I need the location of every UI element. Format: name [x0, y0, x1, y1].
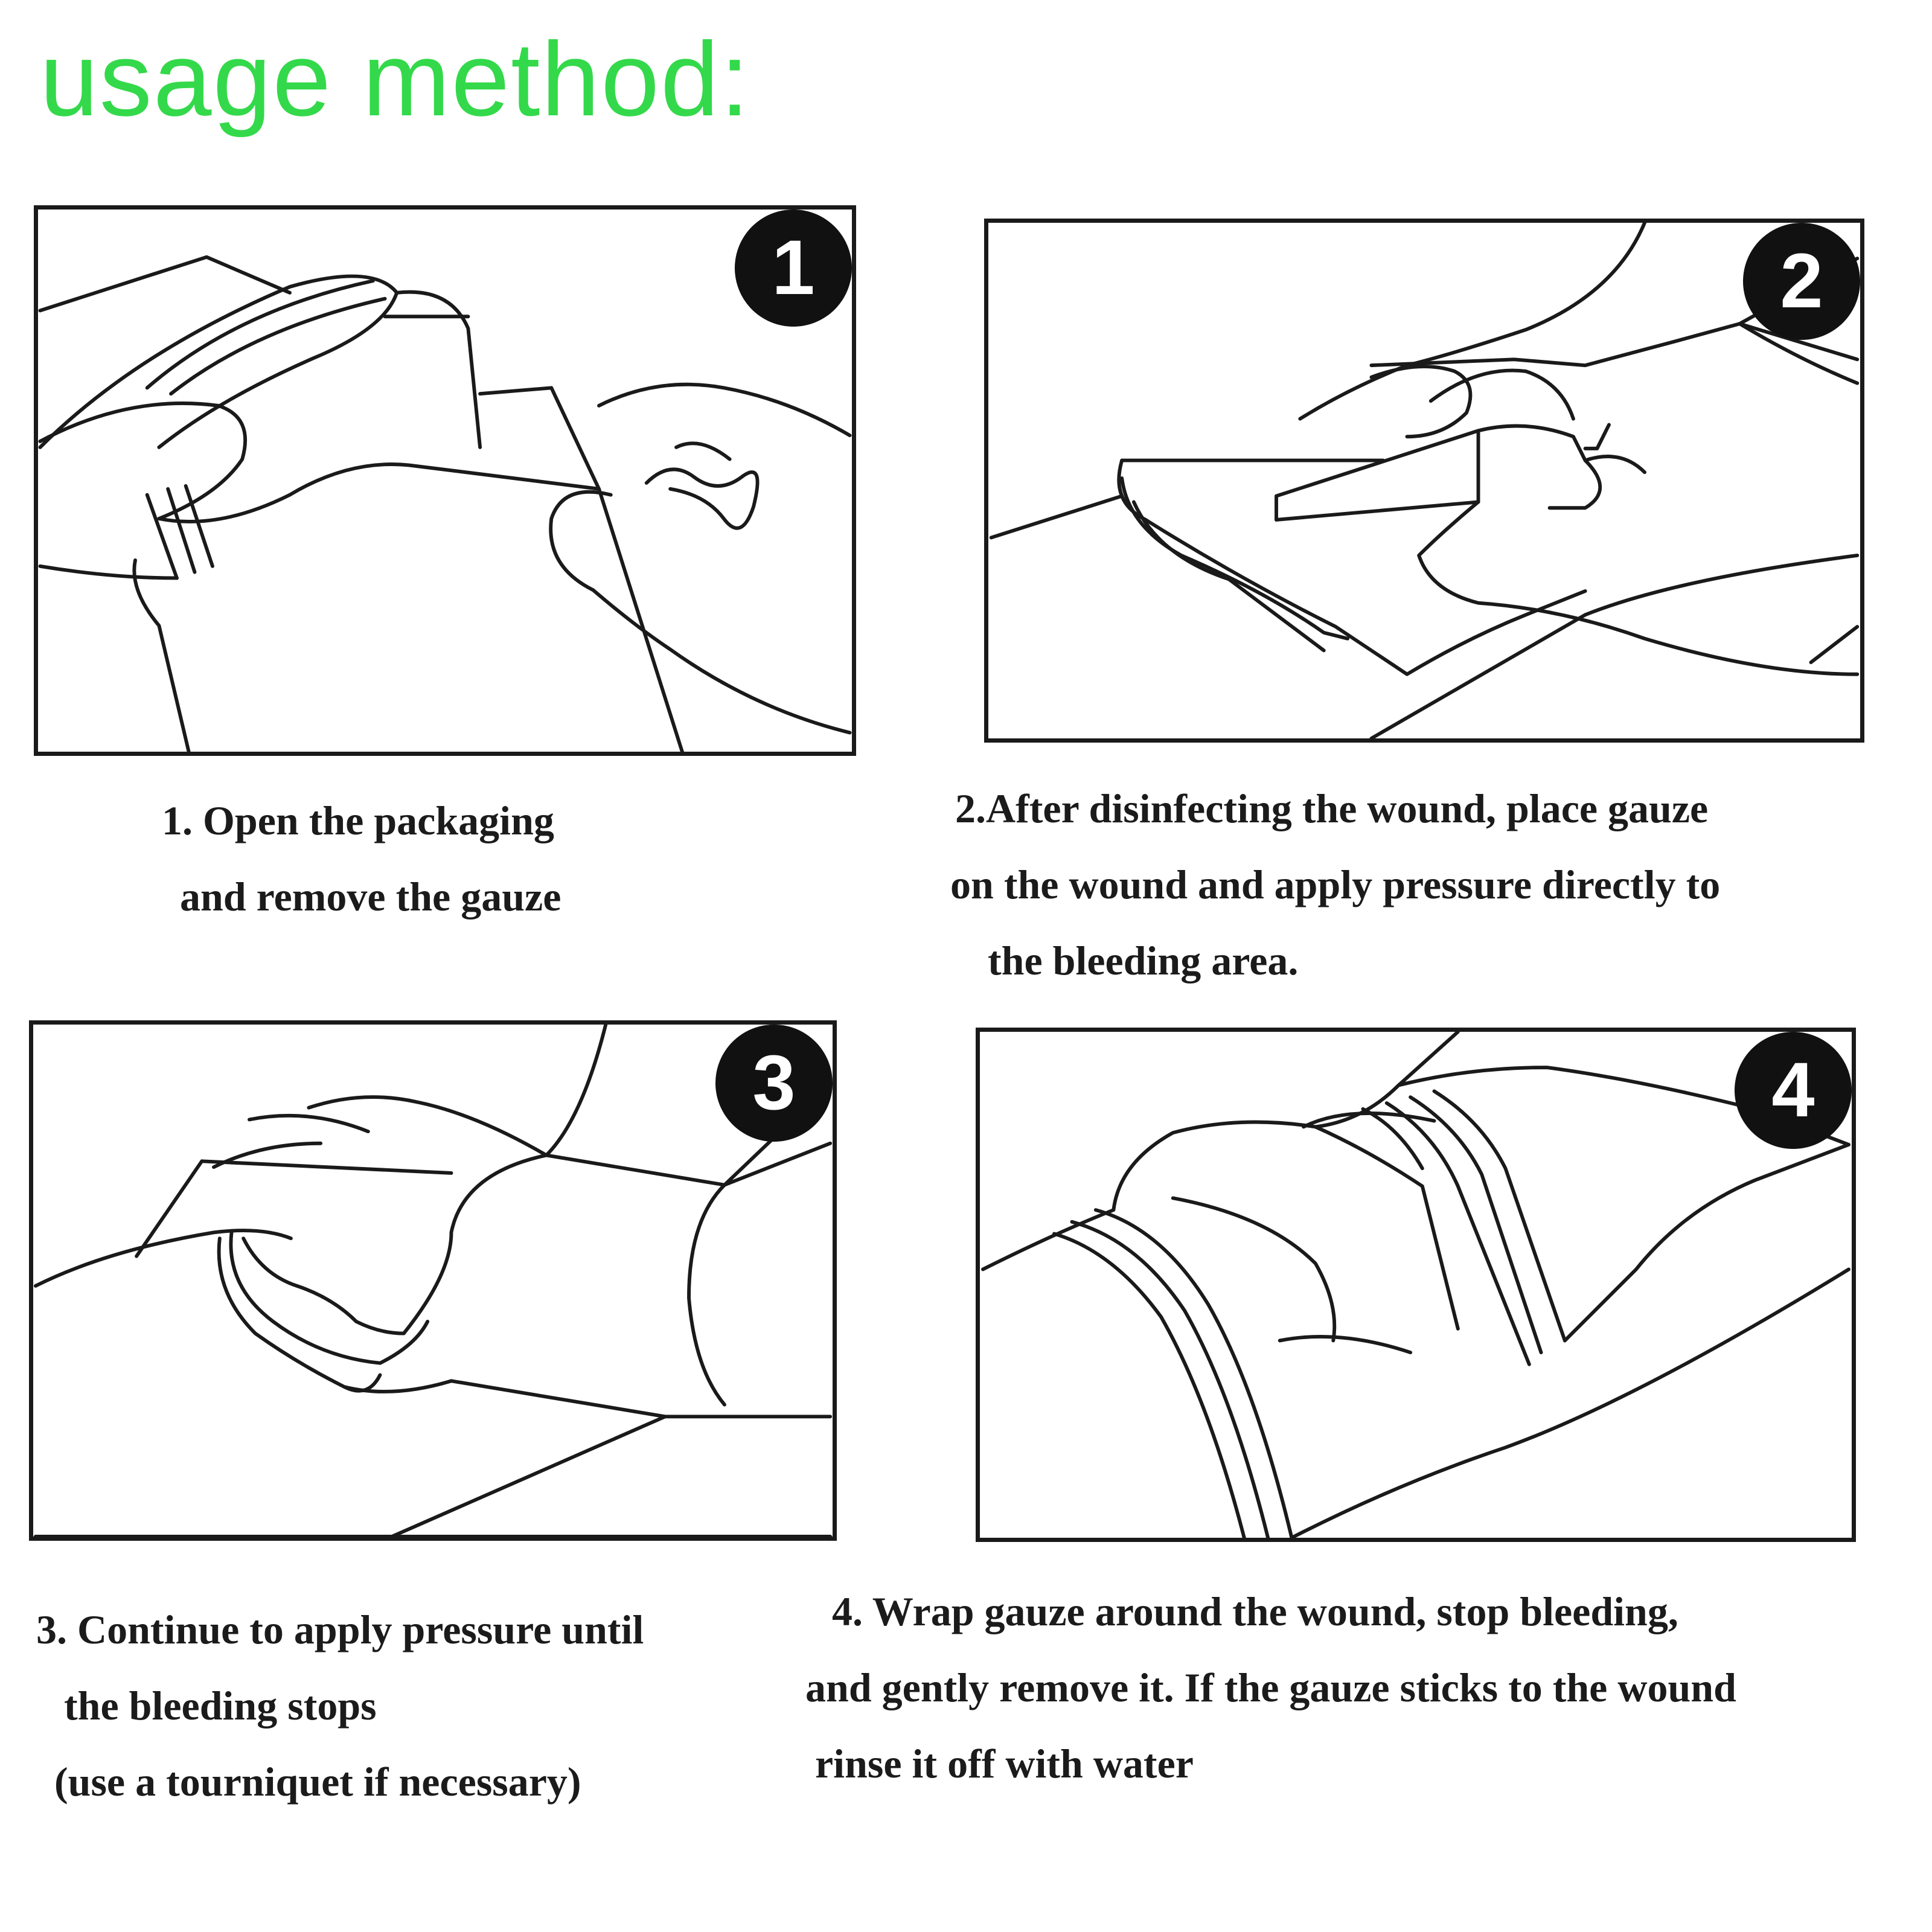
caption-line: the bleeding area. — [988, 938, 1299, 984]
open-package-illustration-icon — [38, 255, 852, 752]
caption-line: on the wound and apply pressure directly… — [950, 862, 1721, 907]
wrap-bandage-illustration-icon — [981, 1032, 1850, 1538]
apply-gauze-pressure-illustration-icon — [989, 223, 1860, 738]
caption-line: (use a tourniquet if necessary) — [54, 1759, 581, 1805]
step-2-illustration: 2 — [984, 219, 1864, 743]
step-3-badge: 3 — [715, 1025, 833, 1142]
caption-line: rinse it off with water — [815, 1741, 1194, 1786]
step-1-badge: 1 — [735, 210, 852, 327]
page-title: usage method: — [40, 20, 751, 138]
hold-pressure-illustration-icon — [33, 1025, 833, 1537]
step-3-caption: 3. Continue to apply pressure until the … — [36, 1591, 644, 1820]
step-3-illustration: 3 — [29, 1020, 837, 1541]
step-1-illustration: 1 — [34, 205, 856, 756]
caption-line: and gently remove it. If the gauze stick… — [805, 1665, 1736, 1710]
caption-line: 3. Continue to apply pressure until — [36, 1607, 644, 1652]
step-4-badge: 4 — [1735, 1032, 1852, 1149]
caption-line: 4. Wrap gauze around the wound, stop ble… — [832, 1588, 1678, 1634]
step-1-caption: 1. Open the packaging and remove the gau… — [162, 782, 561, 935]
step-2-caption: 2.After disinfecting the wound, place ga… — [950, 770, 1720, 999]
caption-line: and remove the gauze — [180, 874, 561, 920]
step-4-caption: 4. Wrap gauze around the wound, stop ble… — [805, 1573, 1736, 1802]
step-2-badge: 2 — [1743, 223, 1860, 340]
caption-line: the bleeding stops — [64, 1683, 377, 1729]
caption-line: 1. Open the packaging — [162, 798, 554, 843]
step-4-illustration: 4 — [976, 1028, 1856, 1542]
caption-line: 2.After disinfecting the wound, place ga… — [955, 785, 1709, 831]
